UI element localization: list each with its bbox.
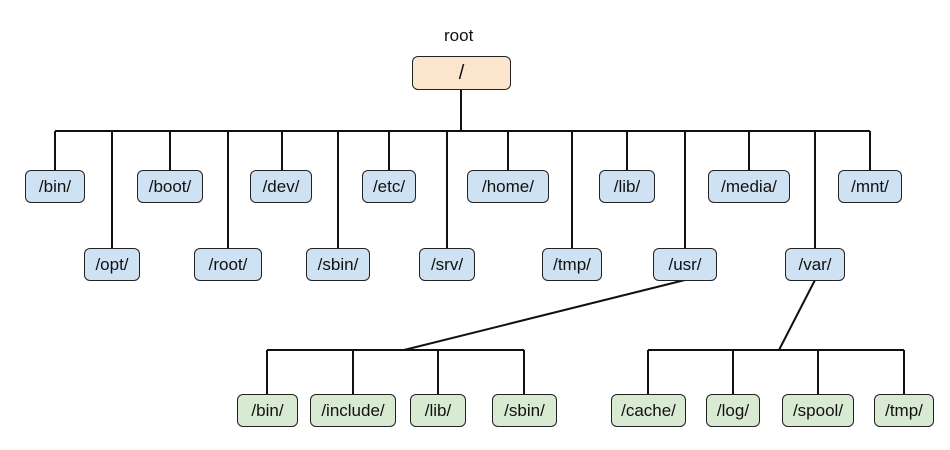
dir-opt[interactable]: /opt/ <box>84 248 140 281</box>
usr-dir-sbin[interactable]: /sbin/ <box>492 394 557 427</box>
root-node[interactable]: / <box>412 56 511 90</box>
usr-dir-include[interactable]: /include/ <box>310 394 396 427</box>
dir-dev[interactable]: /dev/ <box>250 170 312 203</box>
dir-boot[interactable]: /boot/ <box>137 170 203 203</box>
var-dir-log[interactable]: /log/ <box>706 394 760 427</box>
dir-home[interactable]: /home/ <box>467 170 549 203</box>
usr-dir-lib[interactable]: /lib/ <box>410 394 466 427</box>
dir-media[interactable]: /media/ <box>708 170 790 203</box>
var-dir-cache[interactable]: /cache/ <box>611 394 686 427</box>
usr-dir-bin[interactable]: /bin/ <box>237 394 298 427</box>
dir-bin[interactable]: /bin/ <box>25 170 85 203</box>
dir-tmp[interactable]: /tmp/ <box>542 248 602 281</box>
dir-root[interactable]: /root/ <box>194 248 262 281</box>
var-dir-tmp[interactable]: /tmp/ <box>874 394 934 427</box>
dir-etc[interactable]: /etc/ <box>362 170 416 203</box>
dir-lib[interactable]: /lib/ <box>599 170 655 203</box>
dir-sbin[interactable]: /sbin/ <box>306 248 370 281</box>
dir-usr[interactable]: /usr/ <box>653 248 717 281</box>
dir-var[interactable]: /var/ <box>785 248 845 281</box>
dir-srv[interactable]: /srv/ <box>419 248 475 281</box>
root-caption: root <box>444 26 474 45</box>
var-dir-spool[interactable]: /spool/ <box>782 394 854 427</box>
dir-mnt[interactable]: /mnt/ <box>838 170 902 203</box>
